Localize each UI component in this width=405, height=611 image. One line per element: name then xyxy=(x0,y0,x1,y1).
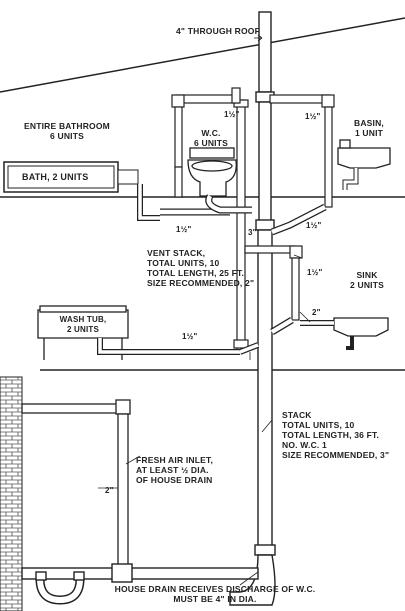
roof-label: 4" THROUGH ROOF xyxy=(176,26,261,36)
roof-line xyxy=(0,17,405,93)
water-closet xyxy=(187,147,252,214)
basin xyxy=(337,139,391,190)
house-drain xyxy=(21,563,259,605)
fresh-air-line-3: OF HOUSE DRAIN xyxy=(136,475,213,485)
wc-label: W.C. 6 UNITS xyxy=(190,128,232,148)
house-drain-line-2: MUST BE 4" IN DIA. xyxy=(173,594,257,604)
size-label-washtub-drain: 1½" xyxy=(182,332,198,341)
fresh-air-inlet xyxy=(21,399,131,575)
vent-stack-line-1: VENT STACK, xyxy=(147,248,206,258)
vent-stack xyxy=(233,99,249,351)
washtub-line-1: WASH TUB, xyxy=(59,315,107,324)
vent-stack-label: VENT STACK, TOTAL UNITS, 10 TOTAL LENGTH… xyxy=(147,248,254,288)
basin-line-2: 1 UNIT xyxy=(354,128,384,138)
bath-tub xyxy=(3,161,230,221)
wc-vent-drop xyxy=(174,166,183,198)
bathroom-line-1: ENTIRE BATHROOM xyxy=(24,121,110,131)
stack-line-2: TOTAL UNITS, 10 xyxy=(282,420,355,430)
fresh-air-line-1: FRESH AIR INLET, xyxy=(136,455,214,465)
stack-line-3: TOTAL LENGTH, 36 FT. xyxy=(282,430,380,440)
basin-vent xyxy=(269,94,335,208)
sink-vent-branch xyxy=(244,245,303,336)
house-drain-line-1: HOUSE DRAIN RECEIVES DISCHARGE OF W.C. xyxy=(114,584,316,594)
washtub-label: WASH TUB, 2 UNITS xyxy=(54,315,112,335)
bath-label: BATH, 2 UNITS xyxy=(22,172,89,182)
sink-line-1: SINK xyxy=(356,270,378,280)
sink-label: SINK 2 UNITS xyxy=(344,270,390,290)
size-label-wc-drain: 3" xyxy=(248,228,257,237)
basin-line-1: BASIN, xyxy=(353,118,384,128)
dimension-arrows xyxy=(98,34,311,586)
stack-label: STACK TOTAL UNITS, 10 TOTAL LENGTH, 36 F… xyxy=(282,410,389,460)
size-label-wc-vent: 1½" xyxy=(224,110,240,119)
size-label-sink-vent: 1½" xyxy=(307,268,323,277)
bathroom-label: ENTIRE BATHROOM 6 UNITS xyxy=(22,121,112,141)
size-label-basin-vent: 1½" xyxy=(305,112,321,121)
stack-line-1: STACK xyxy=(282,410,312,420)
bathroom-line-2: 6 UNITS xyxy=(50,131,84,141)
size-label-sink-drain: 2" xyxy=(312,308,321,317)
stack-line-5: SIZE RECOMMENDED, 3" xyxy=(282,450,390,460)
brick-wall xyxy=(0,376,23,611)
size-label-bath-drain: 1½" xyxy=(176,225,192,234)
washtub-line-2: 2 UNITS xyxy=(66,325,100,334)
wash-tub xyxy=(37,305,260,360)
basin-label: BASIN, 1 UNIT xyxy=(346,118,392,138)
wc-line-1: W.C. xyxy=(201,128,221,138)
size-label-basin-drain: 1½" xyxy=(306,221,322,230)
fresh-air-line-2: AT LEAST ½ DIA. xyxy=(136,465,209,475)
wc-line-2: 6 UNITS xyxy=(194,138,228,148)
basin-drain xyxy=(270,203,327,236)
house-drain-label: HOUSE DRAIN RECEIVES DISCHARGE OF W.C. M… xyxy=(90,584,340,604)
vent-stack-line-3: TOTAL LENGTH, 25 FT. xyxy=(147,268,245,278)
main-stack xyxy=(229,11,276,606)
vent-stack-line-2: TOTAL UNITS, 10 xyxy=(147,258,220,268)
vent-stack-line-4: SIZE RECOMMENDED, 2" xyxy=(147,278,255,288)
sink xyxy=(300,317,389,350)
stack-line-4: No. W.C. 1 xyxy=(282,440,327,450)
size-label-air-inlet: 2" xyxy=(105,486,114,495)
sink-line-2: 2 UNITS xyxy=(350,280,384,290)
fresh-air-label: FRESH AIR INLET, AT LEAST ½ DIA. OF HOUS… xyxy=(136,455,213,485)
wc-vent xyxy=(171,87,241,168)
